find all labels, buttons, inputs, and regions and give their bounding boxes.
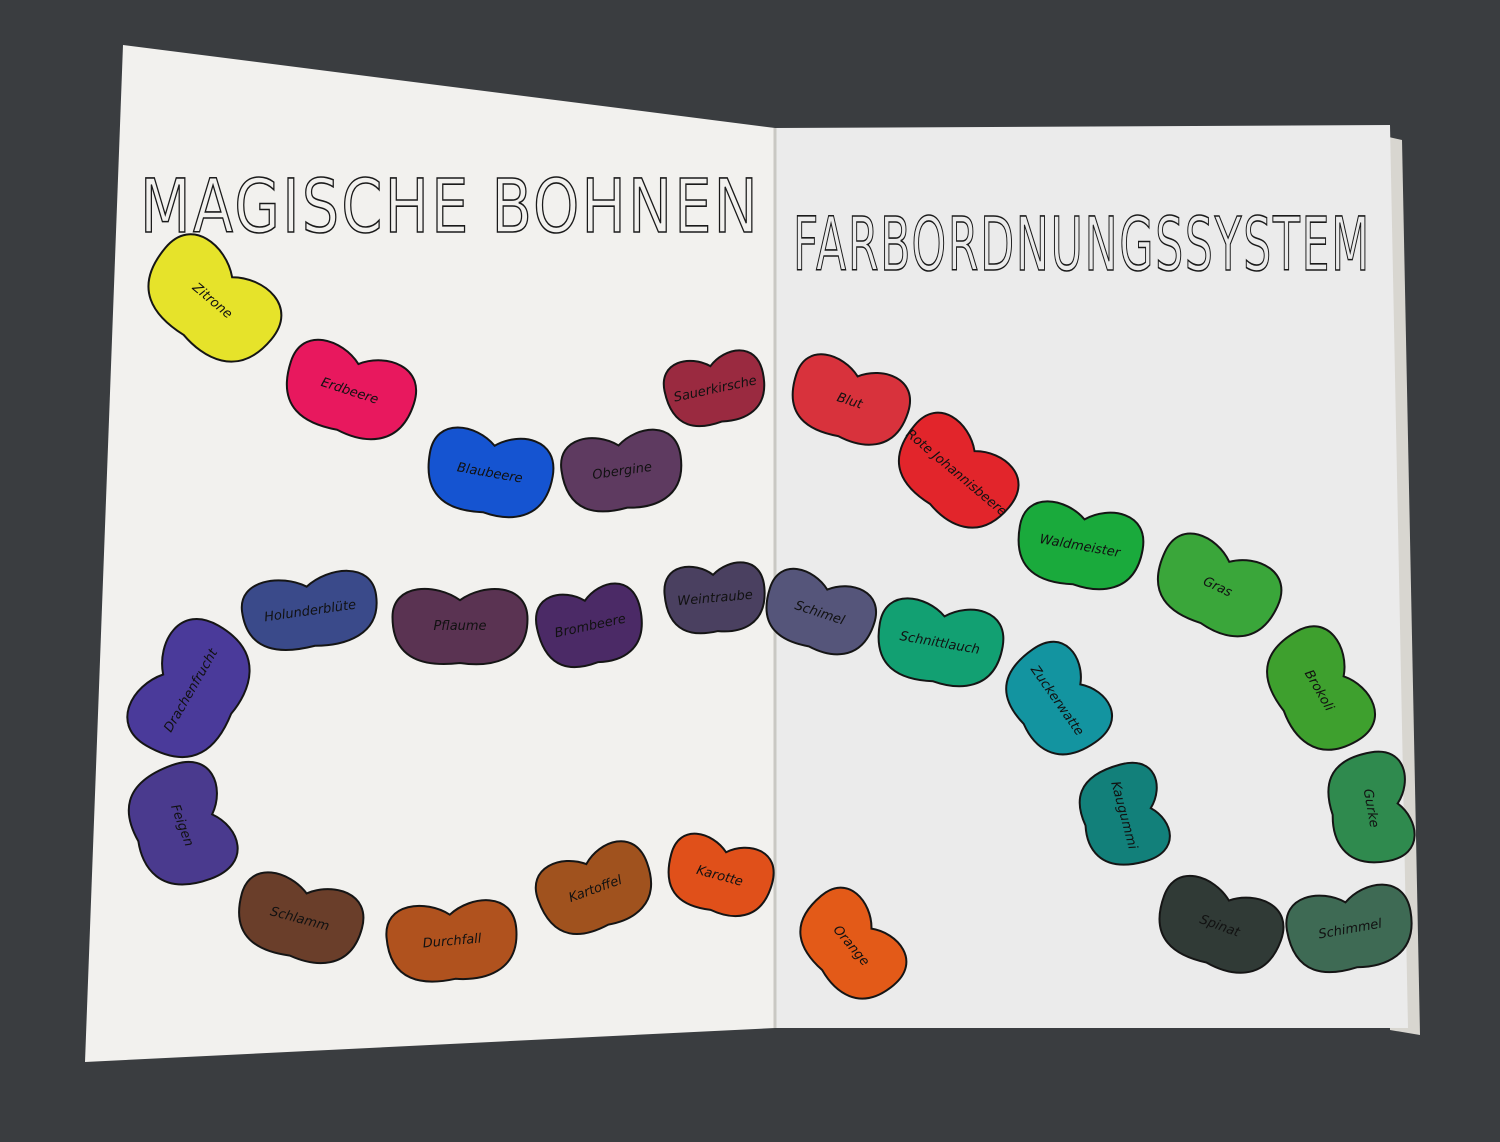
bean-schimmel: Schimmel xyxy=(1285,883,1413,974)
bean-brokoli: Brokoli xyxy=(1266,625,1377,751)
bean-shape xyxy=(1156,532,1283,638)
bean-orange: Orange xyxy=(799,886,908,1000)
bean-gras: Gras xyxy=(1156,532,1283,638)
bean-label: Durchfall xyxy=(422,931,482,951)
bean-shape xyxy=(534,840,653,935)
bean-label: Weintraube xyxy=(677,588,754,610)
bean-drachenfrucht: Drachenfrucht xyxy=(126,618,251,758)
bean-waldmeister: Waldmeister xyxy=(1017,500,1145,591)
bean-blut: Blut xyxy=(791,353,911,446)
bean-shape xyxy=(285,338,417,441)
bean-erdbeere: Erdbeere xyxy=(285,338,417,441)
bean-shape xyxy=(663,561,766,635)
bean-schlamm: Schlamm xyxy=(238,871,365,964)
bean-shape xyxy=(1327,750,1416,864)
bean-shape xyxy=(385,899,518,983)
bean-shape xyxy=(662,349,766,428)
bean-feigen: Feigen xyxy=(127,760,239,886)
bean-blaubeere: Blaubeere xyxy=(427,426,555,519)
bean-shape xyxy=(147,233,283,363)
bean-shape xyxy=(1158,874,1285,974)
bean-shape xyxy=(391,587,529,666)
bean-obergine: Obergine xyxy=(560,428,683,513)
bean-weintraube: Weintraube xyxy=(663,561,766,635)
bean-shape xyxy=(667,832,775,918)
bean-shape xyxy=(799,886,908,1000)
bean-schnittlauch: Schnittlauch xyxy=(877,597,1005,688)
bean-kaugummi: Kaugummi xyxy=(1078,761,1171,866)
bean-shape xyxy=(1005,640,1114,756)
bean-durchfall: Durchfall xyxy=(385,899,518,983)
bean-shape xyxy=(127,760,239,886)
bean-shape xyxy=(877,597,1005,688)
bean-karotte: Karotte xyxy=(667,832,775,918)
bean-shape xyxy=(791,353,911,446)
bean-shape xyxy=(560,428,683,513)
bean-shape xyxy=(765,567,877,656)
title-right: FARBORDNUNGSSYSTEM xyxy=(793,202,1371,288)
title-left: MAGISCHE BOHNEN xyxy=(140,164,760,250)
bean-schimel: Schimel xyxy=(765,567,877,656)
bean-kartoffel: Kartoffel xyxy=(534,840,653,935)
bean-shape xyxy=(1285,883,1413,974)
bean-zitrone: Zitrone xyxy=(147,233,283,363)
bean-shape xyxy=(1266,625,1377,751)
bean-gurke: Gurke xyxy=(1327,750,1416,864)
bean-brombeere: Brombeere xyxy=(535,582,643,669)
bean-pflaume: Pflaume xyxy=(391,587,529,666)
bean-label: Pflaume xyxy=(433,619,486,634)
bean-shape xyxy=(1017,500,1145,591)
bean-sauerkirsche: Sauerkirsche xyxy=(662,349,766,428)
bean-label: Gurke xyxy=(1360,788,1382,829)
bean-shape xyxy=(238,871,365,964)
bean-holunderbl-te: Holunderblüte xyxy=(241,569,378,651)
bean-shape xyxy=(1078,761,1171,866)
bean-shape xyxy=(126,618,251,758)
bean-shape xyxy=(241,569,378,651)
bean-shape xyxy=(535,582,643,669)
bean-shape xyxy=(427,426,555,519)
bean-zuckerwatte: Zuckerwatte xyxy=(1005,640,1114,756)
bean-spinat: Spinat xyxy=(1158,874,1285,974)
bean-shape xyxy=(897,411,1020,529)
